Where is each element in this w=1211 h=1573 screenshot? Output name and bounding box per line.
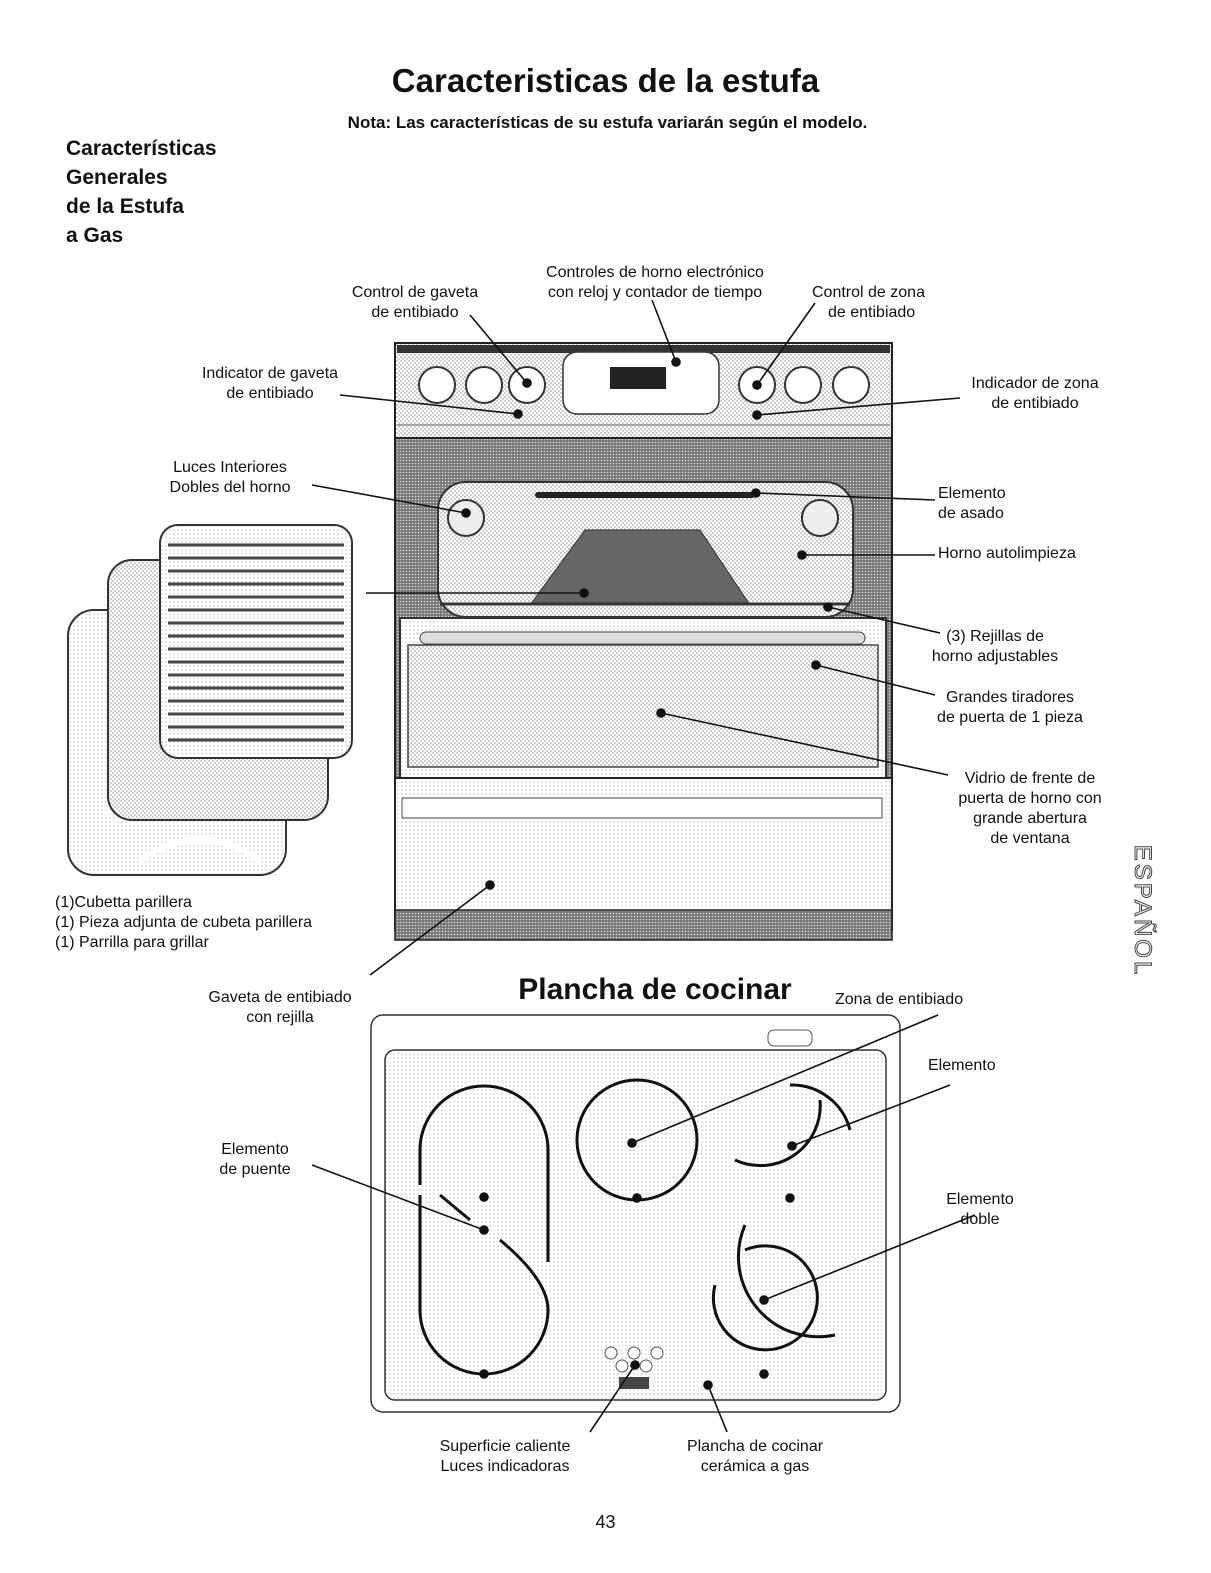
label-warmer-drawer: Gaveta de entibiado con rejilla <box>190 988 370 1028</box>
label-line: Elemento <box>946 1191 1014 1208</box>
label-line: Plancha de cocinar <box>686 1438 824 1455</box>
label-line: grande abertura <box>973 810 1087 827</box>
label-door-glass: Vidrio de frente de puerta de horno con … <box>940 769 1120 849</box>
label-line: cerámica a gas <box>700 1458 810 1475</box>
label-line: (1) Pieza adjunta de cubeta parillera <box>55 914 313 931</box>
label-line: (1) Parrilla para grillar <box>55 934 209 951</box>
label-line: Vidrio de frente de <box>964 770 1096 787</box>
label-line: Indicator de gaveta <box>201 365 339 382</box>
label-line: puerta de horno con <box>958 790 1102 807</box>
label-line: con rejilla <box>246 1009 314 1026</box>
label-warming-zone-indicator: Indicador de zona de entibiado <box>950 374 1120 414</box>
section-heading-line: Características <box>66 137 217 160</box>
label-line: (3) Rejillas de <box>946 628 1044 645</box>
label-line: Control de zona <box>812 284 925 301</box>
label-line: Luces indicadoras <box>440 1458 570 1475</box>
label-warming-zone: Zona de entibiado <box>835 990 963 1010</box>
broiler-pan-illustration <box>67 524 353 876</box>
label-electronic-controls: Controles de horno electrónico con reloj… <box>515 263 795 303</box>
label-warmer-drawer-control: Control de gaveta de entibiado <box>330 283 500 323</box>
label-bridge-element: Elemento de puente <box>200 1140 310 1180</box>
cooktop-illustration <box>370 1014 901 1413</box>
label-door-handles: Grandes tiradores de puerta de 1 pieza <box>920 688 1100 728</box>
label-broiler-items: (1)Cubetta parillera (1) Pieza adjunta d… <box>55 893 312 953</box>
label-line: de entibiado <box>991 395 1079 412</box>
label-line: Grandes tiradores <box>945 689 1075 706</box>
label-self-clean-oven: Horno autolimpieza <box>938 544 1076 564</box>
label-line: Horno autolimpieza <box>938 545 1076 562</box>
section-heading-line: Generales <box>66 166 168 189</box>
model-note: Nota: Las características de su estufa v… <box>347 113 868 132</box>
label-line: de entibiado <box>828 304 916 321</box>
label-element: Elemento <box>928 1056 996 1076</box>
label-hot-surface-lights: Superficie caliente Luces indicadoras <box>420 1437 590 1477</box>
label-line: con reloj y contador de tiempo <box>547 284 763 301</box>
section-heading: Características Generales de la Estufa a… <box>66 134 217 250</box>
language-tab-text: ESPAÑOL <box>1129 844 1157 978</box>
label-line: doble <box>960 1211 1000 1228</box>
label-line: (1)Cubetta parillera <box>55 894 192 911</box>
label-warmer-drawer-indicator: Indicator de gaveta de entibiado <box>180 364 360 404</box>
label-line: Elemento <box>221 1141 289 1158</box>
page-number: 43 <box>595 1512 616 1532</box>
label-line: de puerta de 1 pieza <box>937 709 1083 726</box>
label-line: Indicador de zona <box>971 375 1099 392</box>
cooktop-title: Plancha de cocinar <box>518 973 792 1006</box>
label-line: Controles de horno electrónico <box>546 264 764 281</box>
label-warming-zone-control: Control de zona de entibiado <box>812 283 925 323</box>
language-tab: ESPAÑOL <box>1122 842 1162 982</box>
label-oven-racks: (3) Rejillas de horno adjustables <box>920 627 1070 667</box>
label-interior-lights: Luces Interiores Dobles del horno <box>150 458 310 498</box>
label-line: horno adjustables <box>931 648 1059 665</box>
section-heading-line: a Gas <box>66 224 124 247</box>
label-dual-element: Elemento doble <box>930 1190 1030 1230</box>
label-line: de entibiado <box>226 385 314 402</box>
label-line: Zona de entibiado <box>835 991 964 1008</box>
label-line: Dobles del horno <box>169 479 291 496</box>
section-heading-line: de la Estufa <box>66 195 184 218</box>
label-line: Elemento <box>928 1057 996 1074</box>
label-line: Control de gaveta <box>351 284 479 301</box>
label-line: Elemento <box>938 485 1006 502</box>
label-line: Luces Interiores <box>173 459 287 476</box>
page-title: Caracteristicas de la estufa <box>391 62 820 99</box>
label-line: de entibiado <box>371 304 459 321</box>
leader-lines <box>311 299 976 1433</box>
label-broil-element: Elemento de asado <box>938 484 1006 524</box>
label-line: de ventana <box>990 830 1070 847</box>
label-line: de asado <box>938 505 1004 522</box>
label-line: Superficie caliente <box>439 1438 571 1455</box>
label-line: de puente <box>219 1161 291 1178</box>
label-line: Gaveta de entibiado <box>208 989 352 1006</box>
range-illustration <box>394 342 893 941</box>
label-ceramic-cooktop: Plancha de cocinar cerámica a gas <box>665 1437 845 1477</box>
